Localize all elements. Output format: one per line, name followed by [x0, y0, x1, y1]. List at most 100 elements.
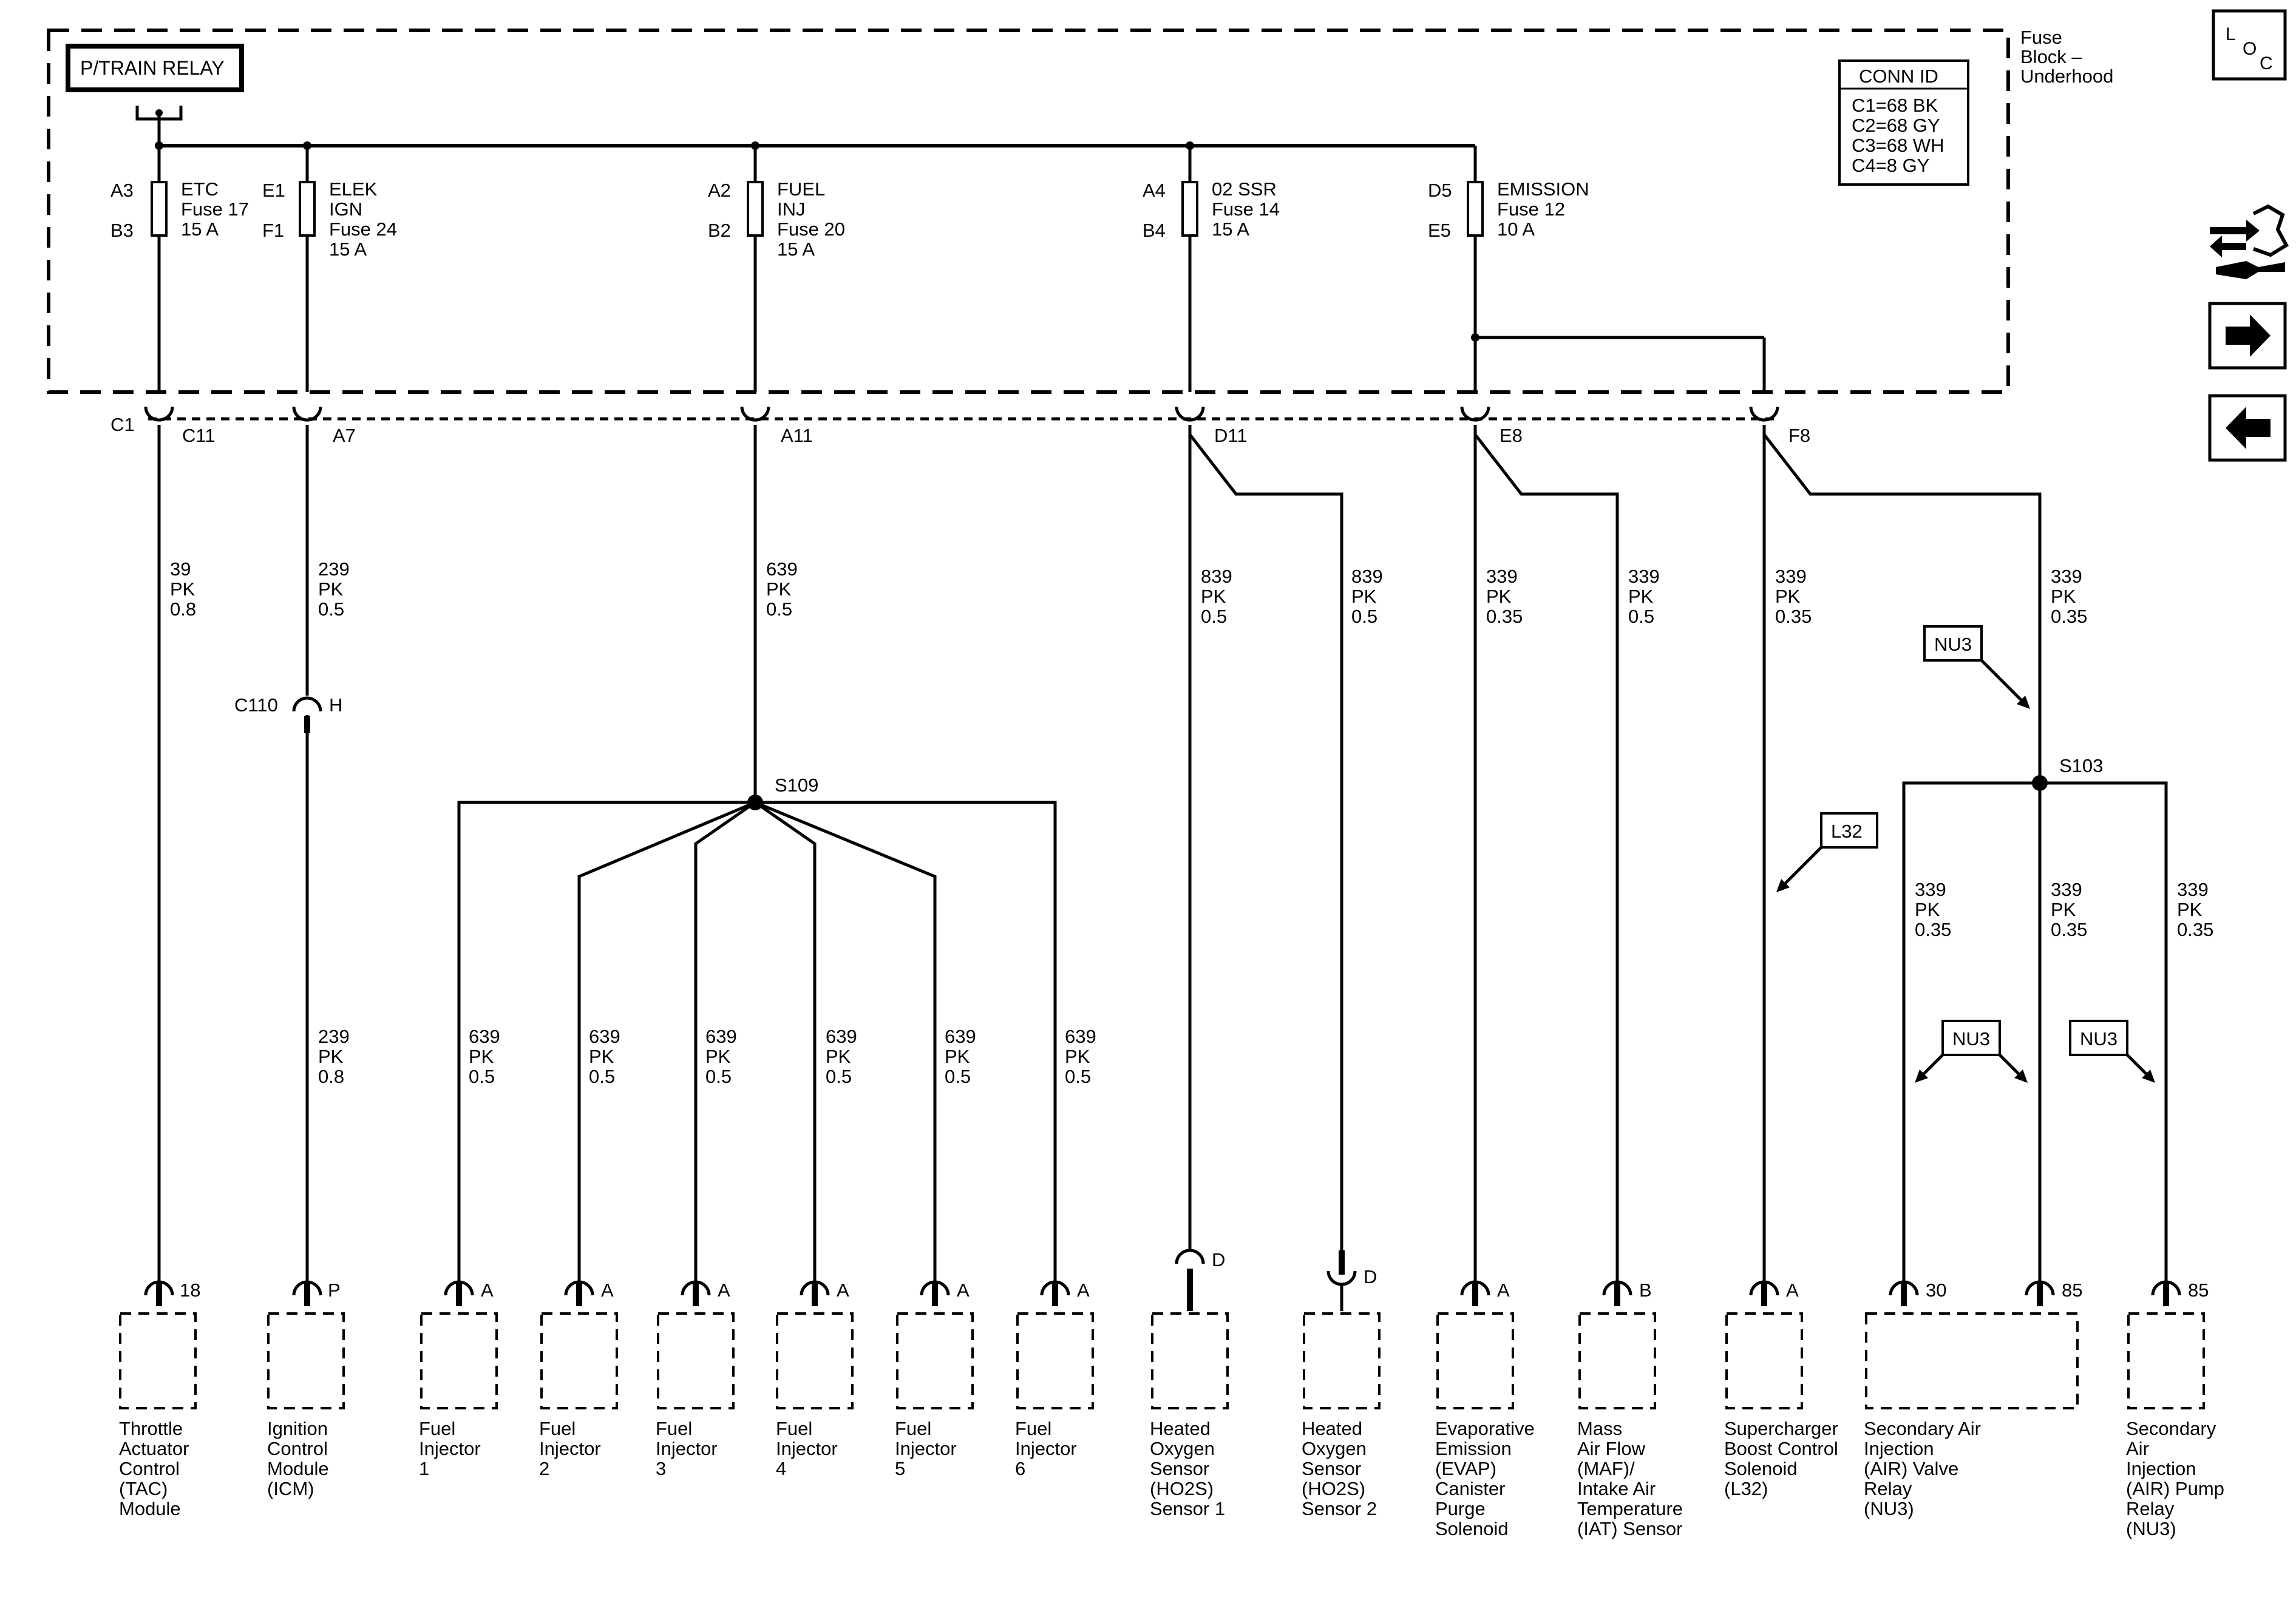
wire-label: 0.35: [2051, 919, 2087, 940]
wire-label: PK: [318, 578, 344, 600]
fuse-etc: A3 B3 ETC Fuse 17 15 A: [110, 146, 249, 392]
component-name: (EVAP): [1435, 1458, 1496, 1479]
component-name: Supercharger: [1724, 1418, 1838, 1439]
fuse-label: Fuse 24: [329, 219, 397, 240]
fuse-label: Fuse 17: [181, 198, 249, 220]
loc-letter: O: [2243, 39, 2257, 59]
forward-button[interactable]: [2208, 302, 2287, 370]
conn-id-row: C2=68 GY: [1852, 115, 1940, 136]
component-name: Evaporative: [1435, 1418, 1535, 1439]
conn-id-row: C1=68 BK: [1852, 95, 1938, 116]
wire-label: PK: [1201, 586, 1226, 607]
wire-label: 839: [1201, 566, 1232, 587]
component-pin: 30: [1926, 1280, 1946, 1301]
component-name: 5: [895, 1458, 905, 1479]
component-name: Fuel: [776, 1418, 812, 1439]
fuse-bottom-pin: B2: [708, 220, 731, 241]
wire-label: 0.5: [589, 1066, 615, 1087]
fuse-top-pin: A2: [708, 180, 731, 201]
wire-label: 639: [766, 558, 798, 580]
wire-label: 639: [945, 1026, 976, 1047]
wire-label: 0.5: [766, 598, 792, 620]
fuse-label: ETC: [181, 178, 219, 200]
conn-id-table: CONN ID C1=68 BK C2=68 GY C3=68 WH C4=8 …: [1838, 59, 1969, 186]
component-ho2s-2: Heated Oxygen Sensor (HO2S) Sensor 2: [1302, 1418, 1377, 1519]
component-name: Air: [2126, 1438, 2149, 1459]
component-name: Heated: [1150, 1418, 1211, 1439]
arrow-left-icon: [2226, 407, 2271, 449]
component-name: (NU3): [2126, 1518, 2176, 1539]
fuse-label: 15 A: [1212, 219, 1249, 240]
option-tag-text: L32: [1831, 821, 1863, 842]
component-name: Relay: [2126, 1498, 2175, 1519]
component-name: Injection: [2126, 1458, 2196, 1479]
fuse-label: IGN: [329, 198, 362, 220]
component-pins: [144, 1249, 2181, 1311]
component-name: Air Flow: [1577, 1438, 1646, 1459]
component-air-valve-relay: Secondary Air Injection (AIR) Valve Rela…: [1864, 1418, 1981, 1519]
fuse-label: FUEL: [777, 178, 825, 200]
wire-label: PK: [826, 1046, 851, 1067]
fuse-block-label-3: Underhood: [2020, 66, 2113, 87]
wire-label: PK: [2051, 899, 2076, 920]
wire-label: 0.5: [1201, 606, 1227, 627]
wire-label: PK: [469, 1046, 494, 1067]
component-injector-5: Fuel Injector 5: [895, 1418, 957, 1479]
diagnostic-tools-icon[interactable]: [2210, 204, 2289, 279]
component-name: Secondary: [2126, 1418, 2216, 1439]
component-name: Fuel: [539, 1418, 576, 1439]
wire-label: PK: [1065, 1046, 1090, 1067]
component-pin: A: [481, 1280, 494, 1301]
component-injector-6: Fuel Injector 6: [1015, 1418, 1077, 1479]
wire-label: 339: [1486, 566, 1518, 587]
fuse-label: ELEK: [329, 178, 378, 200]
fuse-label: EMISSION: [1497, 178, 1589, 200]
component-pin: P: [328, 1280, 341, 1301]
option-tag-text: NU3: [1952, 1028, 1990, 1049]
splice-label: S109: [775, 775, 818, 796]
wire-label: 0.5: [705, 1066, 732, 1087]
component-name: Oxygen: [1302, 1438, 1367, 1459]
wire-label: 0.5: [1628, 606, 1654, 627]
component-name: Canister: [1435, 1478, 1505, 1499]
component-pin: A: [1497, 1280, 1510, 1301]
component-name: (AIR) Pump: [2126, 1478, 2224, 1499]
ptrain-relay: P/TRAIN RELAY: [66, 44, 244, 146]
component-name: Injector: [776, 1438, 838, 1459]
component-pin: A: [601, 1280, 614, 1301]
component-pin: A: [1786, 1280, 1799, 1301]
wire-label: 0.35: [2051, 606, 2087, 627]
fuse-top-pin: D5: [1428, 180, 1452, 201]
component-name: Intake Air: [1577, 1478, 1656, 1499]
component-icm: Ignition Control Module (ICM): [267, 1418, 329, 1499]
back-button[interactable]: [2208, 394, 2287, 462]
fuse-label: 10 A: [1497, 219, 1535, 240]
component-pin: 18: [180, 1280, 200, 1301]
fuse-label: INJ: [777, 198, 806, 220]
wire-label: 0.5: [1065, 1066, 1091, 1087]
pin-label: A7: [333, 425, 356, 446]
component-injector-4: Fuel Injector 4: [776, 1418, 838, 1479]
ptrain-relay-label: P/TRAIN RELAY: [80, 57, 225, 79]
component-name: 4: [776, 1458, 786, 1479]
wire-label: 0.8: [170, 598, 196, 620]
wire-label: PK: [766, 578, 792, 600]
wire-label: PK: [1915, 899, 1940, 920]
loc-button[interactable]: L O C: [2212, 9, 2287, 81]
component-pin: A: [718, 1280, 730, 1301]
component-name: 1: [419, 1458, 429, 1479]
component-name: (TAC): [119, 1478, 168, 1499]
wire-label: 239: [318, 1026, 350, 1047]
wire-label: 0.5: [945, 1066, 971, 1087]
component-name: Ignition: [267, 1418, 328, 1439]
component-name: 3: [656, 1458, 666, 1479]
component-name: (HO2S): [1150, 1478, 1214, 1499]
component-name: Sensor 1: [1150, 1498, 1225, 1519]
component-name: 6: [1015, 1458, 1025, 1479]
fuse-bottom-pin: F1: [262, 220, 284, 241]
wire-label: 339: [1628, 566, 1660, 587]
fuse-label: 15 A: [329, 239, 367, 260]
wire-label: 0.35: [1486, 606, 1523, 627]
component-name: Purge: [1435, 1498, 1486, 1519]
